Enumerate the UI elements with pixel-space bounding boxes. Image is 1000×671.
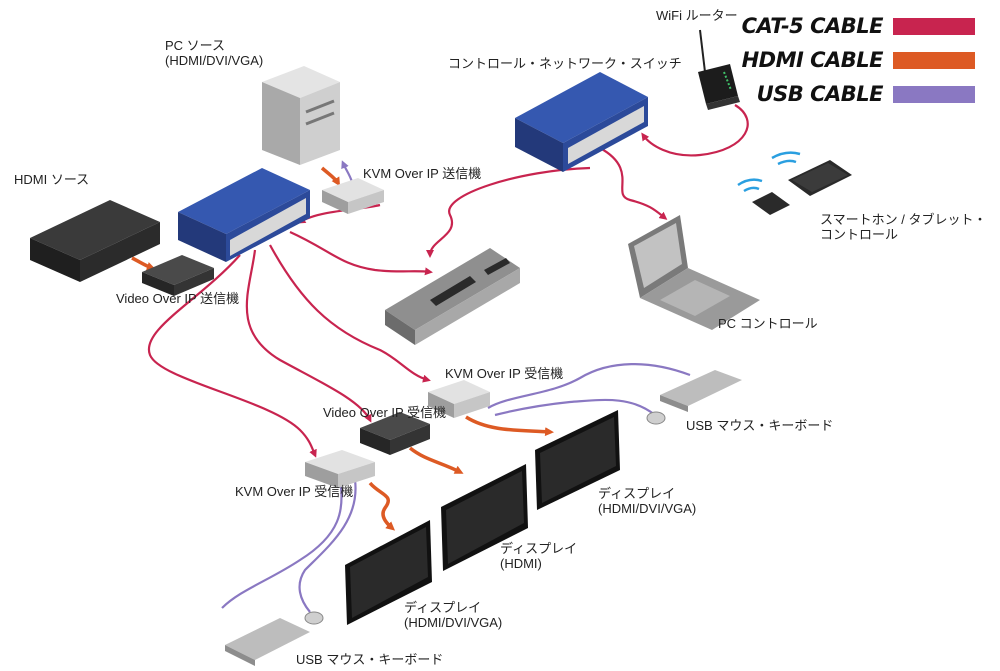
label-pc-source: PC ソース (HDMI/DVI/VGA): [165, 38, 264, 68]
legend-usb-swatch: [893, 86, 975, 103]
usb-mouse-lower: [298, 479, 357, 613]
usb-keyboard-lower-device: [225, 618, 310, 666]
label-display-left: ディスプレイ (HDMI/DVI/VGA): [404, 600, 503, 630]
smart-devices: [737, 151, 852, 215]
video-rx-device: [360, 412, 430, 455]
display-right: [535, 410, 620, 510]
label-video-rx: Video Over IP 受信機: [323, 405, 447, 420]
cat5-router-to-switch: [641, 104, 749, 157]
hdmi-kvmrx-lower-to-display: [368, 481, 396, 531]
hdmi-cables: [131, 166, 554, 531]
label-display-right: ディスプレイ (HDMI/DVI/VGA): [598, 486, 697, 516]
usb-keyboard-upper-device: [660, 370, 742, 412]
cat5-switch-to-kvmrx-lower: [147, 254, 317, 458]
pc-source-tower: [262, 66, 340, 165]
hdmi-videorx-to-display: [408, 446, 464, 474]
label-smart-devices: スマートホン / タブレット・ コントロール: [820, 212, 987, 242]
label-wifi-router: WiFi ルーター: [656, 8, 738, 23]
label-usb-kb-lower: USB マウス・キーボード: [296, 652, 444, 667]
wifi-router: [698, 29, 740, 110]
usb-mouse-upper-device: [646, 411, 666, 425]
hdmi-source-device: [30, 200, 160, 282]
cat5-switch-to-videorx: [245, 249, 372, 423]
kvm-rx-upper-device: [428, 380, 490, 418]
hdmi-kvmrx-upper-to-display: [465, 415, 554, 437]
label-network-switch: コントロール・ネットワーク・スイッチ: [448, 56, 682, 71]
cat5-switch-to-panel2: [289, 230, 433, 276]
label-display-mid: ディスプレイ (HDMI): [500, 541, 578, 571]
display-mid: [441, 464, 528, 571]
pc-control-laptop: [628, 215, 760, 330]
label-usb-kb-upper: USB マウス・キーボード: [686, 418, 834, 433]
usb-kvmtx-to-pc: [341, 160, 354, 183]
control-panel: [385, 248, 520, 345]
main-network-switch: [178, 168, 310, 262]
usb-cables: [221, 160, 691, 613]
legend-hdmi-label: HDMI CABLE: [741, 48, 884, 72]
video-tx-device: [142, 255, 214, 296]
kvm-rx-lower-device: [305, 450, 375, 488]
usb-keyboard-lower: [221, 479, 343, 609]
cat5-switch-to-kvmrx-upper: [269, 244, 431, 383]
display-left: [345, 520, 432, 625]
label-kvm-rx-lower: KVM Over IP 受信機: [235, 484, 354, 499]
usb-mouse-lower-device: [304, 611, 324, 625]
cat5-cables: [147, 104, 749, 458]
kvm-tx-device: [322, 178, 384, 214]
label-pc-control: PC コントロール: [718, 316, 818, 331]
usb-keyboard-upper: [487, 363, 691, 409]
label-hdmi-source: HDMI ソース: [14, 172, 90, 187]
legend-cat5-label: CAT-5 CABLE: [741, 14, 884, 38]
legend-usb-label: USB CABLE: [756, 82, 884, 106]
hdmi-pc-to-kvmtx: [320, 166, 341, 187]
label-kvm-rx-upper: KVM Over IP 受信機: [445, 366, 564, 381]
hdmi-source-to-videotx: [131, 256, 156, 271]
cat5-switch-to-laptop: [599, 147, 668, 220]
label-video-tx: Video Over IP 送信機: [116, 291, 240, 306]
usb-mouse-upper: [494, 398, 656, 417]
legend-hdmi-swatch: [893, 52, 975, 69]
cat5-switch-to-panel: [426, 166, 591, 258]
control-network-switch: [515, 72, 648, 172]
label-kvm-tx: KVM Over IP 送信機: [363, 166, 482, 181]
legend-cat5-swatch: [893, 18, 975, 35]
